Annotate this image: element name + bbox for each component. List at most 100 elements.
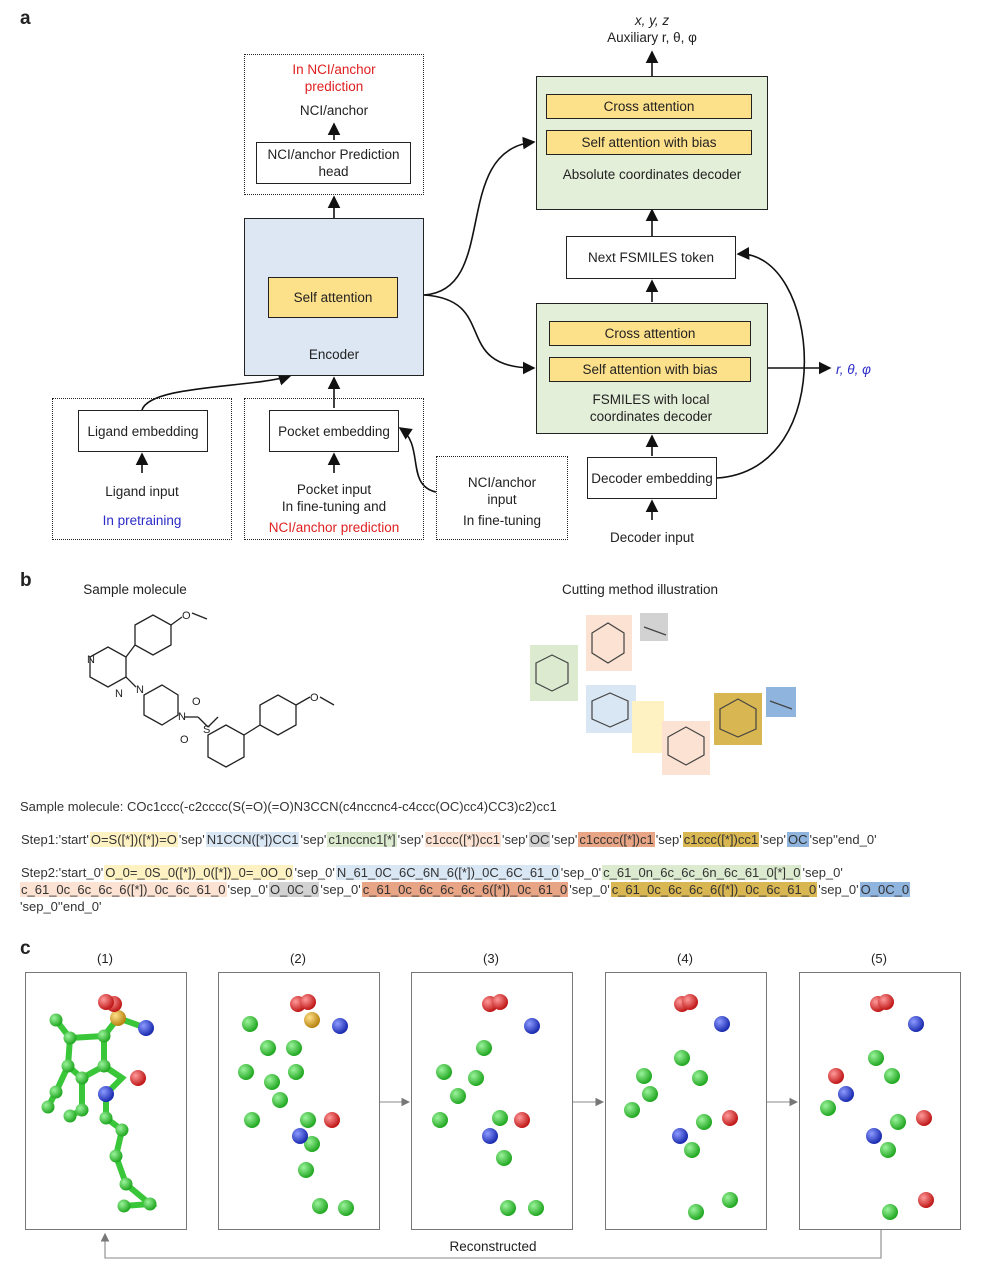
token: Step1:'start' [21, 832, 89, 847]
nci-prediction-title: In NCI/anchor prediction [292, 62, 376, 94]
stage-label-4: (4) [677, 951, 693, 966]
atom-O [682, 994, 698, 1010]
atom-C [61, 1059, 75, 1073]
architecture-connectors [135, 50, 832, 520]
cutting-method-title: Cutting method illustration [561, 582, 719, 597]
atom-O [918, 1192, 934, 1208]
atom-C [868, 1050, 884, 1066]
atom-O [98, 994, 114, 1010]
atom-N [482, 1128, 498, 1144]
token: c1ccc([*])cc1 [424, 832, 501, 847]
ligand-input-group [52, 398, 232, 540]
atom-C [119, 1177, 133, 1191]
atom-O [878, 994, 894, 1010]
output-auxiliary: Auxiliary r, θ, φ [607, 30, 697, 45]
token: 'sep_0' [320, 882, 361, 897]
abs-cross-attention: Cross attention [546, 94, 752, 119]
atom-N [524, 1018, 540, 1034]
atom-C [820, 1100, 836, 1116]
ligand-input-label: Ligand input [105, 484, 179, 499]
atom-O [492, 994, 508, 1010]
sample-molecule-structure: NN ON NS OO O [87, 610, 335, 768]
token: c1nccnc1[*] [327, 832, 397, 847]
abs-decoder-label: Absolute coordinates decoder [562, 167, 742, 182]
atom-C [882, 1204, 898, 1220]
token: N1CCN([*])CC1 [205, 832, 300, 847]
atom-O [514, 1112, 530, 1128]
atom-C [688, 1204, 704, 1220]
stage-label-3: (3) [483, 951, 499, 966]
token: c_61_0c_6c_6c_6c_6([*])_0c_61_0 [361, 882, 569, 897]
pocket-input-label: Pocket input [296, 482, 372, 497]
stage-label-2: (2) [290, 951, 306, 966]
sample-molecule-title: Sample molecule [83, 582, 187, 597]
token: 'sep' [300, 832, 327, 847]
svg-text:O: O [180, 734, 189, 746]
svg-text:N: N [178, 711, 186, 723]
atom-C [436, 1064, 452, 1080]
token: c_61_0n_6c_6c_6n_6c_61_0[*]_0 [602, 865, 802, 880]
token: 'sep' [760, 832, 787, 847]
token: Step2:'start_0' [21, 865, 104, 880]
atom-N [138, 1020, 154, 1036]
atom-C [696, 1114, 712, 1130]
svg-text:S: S [203, 724, 210, 736]
atom-C [312, 1198, 328, 1214]
nci-prediction-head: NCI/anchor Prediction head [256, 142, 411, 184]
svg-text:N: N [87, 654, 95, 666]
atom-C [115, 1123, 129, 1137]
atom-C [41, 1100, 55, 1114]
atom-N [332, 1018, 348, 1034]
stage-label-1: (1) [97, 951, 113, 966]
atom-C [49, 1013, 63, 1027]
atom-C [63, 1031, 77, 1045]
stage-label-5: (5) [871, 951, 887, 966]
nci-anchor-input-label: NCI/anchor input [467, 475, 537, 507]
token: c1ccc([*])cc1 [682, 832, 760, 847]
token: O_0C_0 [268, 882, 320, 897]
atom-C [500, 1200, 516, 1216]
atom-N [672, 1128, 688, 1144]
output-r-theta-phi: r, θ, φ [836, 362, 871, 377]
atom-C [75, 1103, 89, 1117]
fsmiles-decoder-label: FSMILES with local coordinates decoder [589, 392, 713, 424]
atom-C [109, 1149, 123, 1163]
token: 'sep''end_0' [809, 832, 877, 847]
atom-C [496, 1150, 512, 1166]
atom-N [714, 1016, 730, 1032]
token: 'sep' [551, 832, 578, 847]
token: OC [787, 832, 809, 847]
token: N_61_0C_6C_6N_6([*])_0C_6C_61_0 [335, 865, 560, 880]
atom-C [242, 1016, 258, 1032]
token: 'sep_0' [818, 882, 859, 897]
token: 'sep' [178, 832, 205, 847]
nci-anchor-label: NCI/anchor [299, 103, 369, 118]
svg-text:O: O [182, 610, 191, 622]
token: 'sep' [397, 832, 424, 847]
in-finetuning-and-label: In fine-tuning and [281, 499, 387, 514]
fsmiles-cross-attention: Cross attention [549, 321, 751, 346]
atom-C [450, 1088, 466, 1104]
pocket-input-group [244, 398, 424, 540]
atom-C [117, 1199, 131, 1213]
atom-C [300, 1112, 316, 1128]
token: c1cccc([*])c1 [578, 832, 655, 847]
atom-C [244, 1112, 260, 1128]
atom-N [908, 1016, 924, 1032]
token: 'sep_0' [569, 882, 610, 897]
decoder-input-label: Decoder input [609, 530, 695, 545]
atom-O [300, 994, 316, 1010]
atom-C [432, 1112, 448, 1128]
panel-label-a: a [20, 8, 31, 29]
atom-N [98, 1086, 114, 1102]
step2-tokens-line2: c_61_0c_6c_6c_6([*])_0c_6c_61_0'sep_0'O_… [20, 882, 911, 897]
token: 'sep_0' [802, 865, 843, 880]
token: 'sep' [501, 832, 528, 847]
atom-C [468, 1070, 484, 1086]
atom-C [304, 1136, 320, 1152]
reconstructed-label: Reconstructed [420, 1238, 566, 1255]
atom-C [99, 1111, 113, 1125]
svg-text:O: O [192, 696, 201, 708]
stage-panel-3 [411, 972, 573, 1230]
atom-S [110, 1010, 126, 1026]
